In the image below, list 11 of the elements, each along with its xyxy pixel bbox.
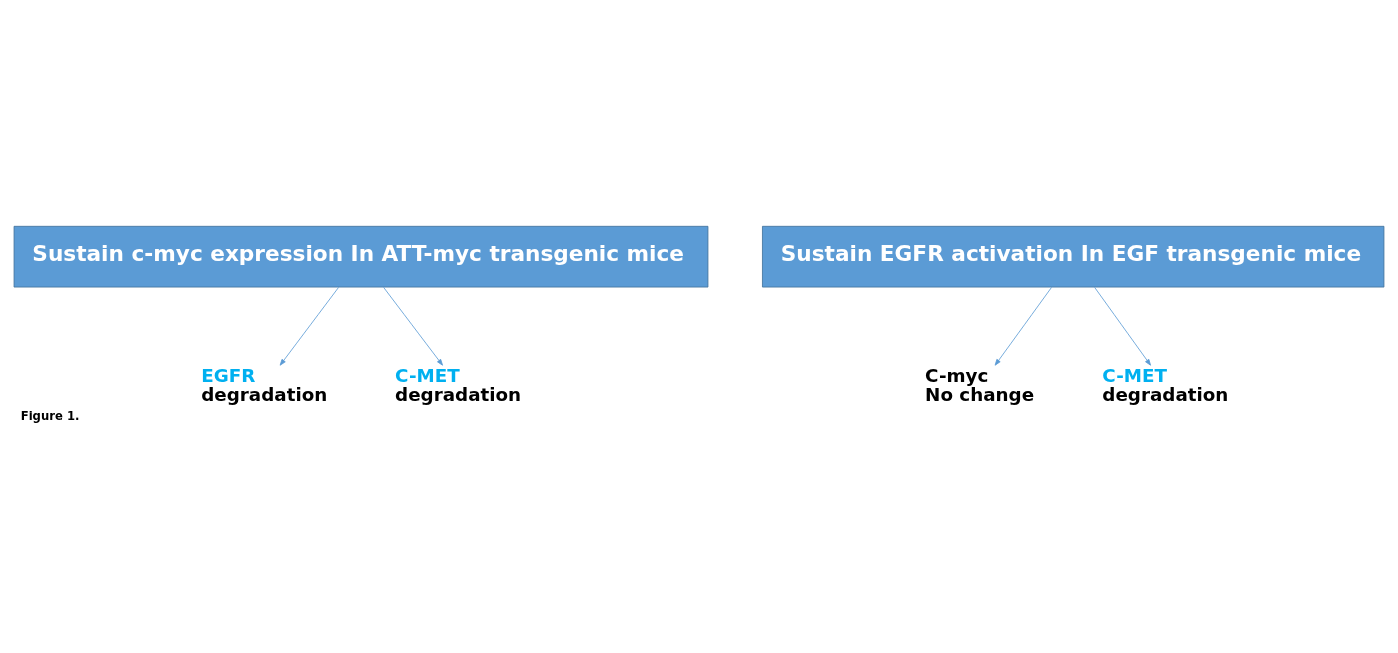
arrow: [279, 286, 340, 366]
arrow: [994, 286, 1052, 366]
caption: Figure 1.: [20, 408, 80, 423]
arrow: [1094, 286, 1151, 366]
node-text: C-myc No change: [925, 364, 1035, 405]
node-box: Sustain EGFR activation In EGF transgenic mice: [762, 225, 1385, 287]
node-box: Sustain c-myc expression In ATT-myc transgenic mice: [13, 225, 709, 287]
node-text: C-MET degradation: [395, 364, 522, 405]
arrow: [383, 286, 443, 366]
node-text: EGFR degradation: [201, 364, 328, 405]
node-text: C-MET degradation: [1102, 364, 1229, 405]
